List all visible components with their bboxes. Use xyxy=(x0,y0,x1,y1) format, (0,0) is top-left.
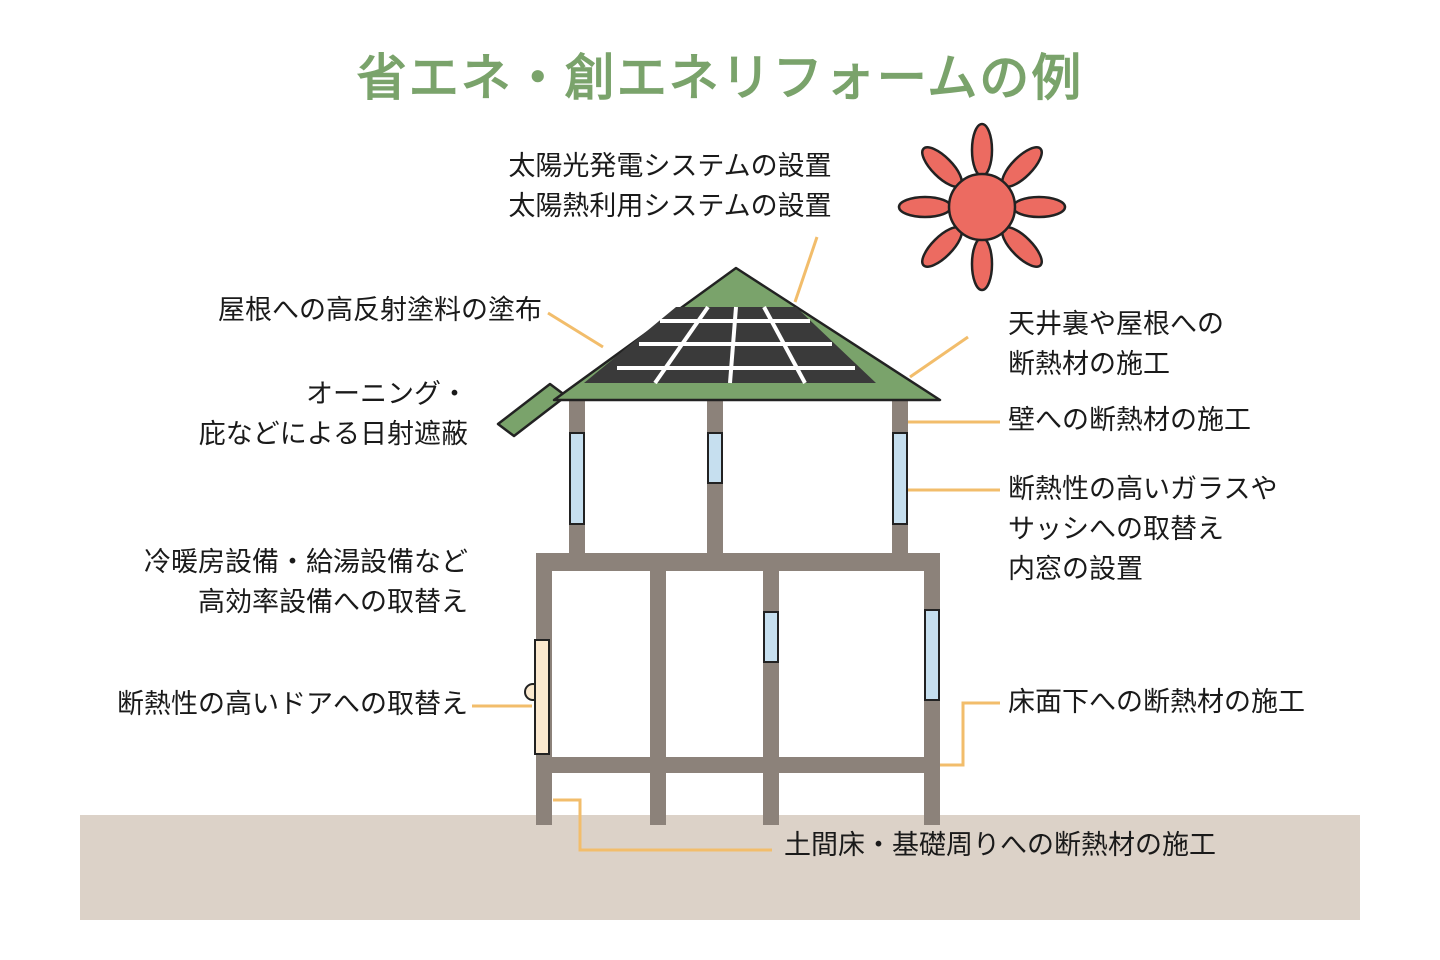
label-solar-system: 太陽光発電システムの設置 太陽熱利用システムの設置 xyxy=(508,151,832,222)
page-title: 省エネ・創エネリフォームの例 xyxy=(356,49,1084,107)
door-icon xyxy=(524,639,550,755)
awning xyxy=(496,382,568,438)
window-lower-right xyxy=(924,609,940,701)
label-attic-insulation: 天井裏や屋根への 断熱材の施工 xyxy=(1008,309,1224,380)
windows xyxy=(569,432,940,701)
upper-posts xyxy=(569,395,908,555)
label-floor-insulation: 床面下への断熱材の施工 xyxy=(1008,687,1305,718)
window-lower-middle xyxy=(763,611,779,663)
label-roof-paint: 屋根への高反射塗料の塗布 xyxy=(218,295,542,326)
lower-frame xyxy=(536,553,940,825)
label-hvac-equipment: 冷暖房設備・給湯設備など 高効率設備への取替え xyxy=(144,547,468,618)
solar-panel xyxy=(584,305,876,385)
label-glass-sash: 断熱性の高いガラスや サッシへの取替え 内窓の設置 xyxy=(1008,474,1278,585)
window-upper-left xyxy=(569,432,585,525)
window-upper-right xyxy=(892,432,908,525)
ground xyxy=(80,815,1360,920)
label-foundation-insulation: 土間床・基礎周りへの断熱材の施工 xyxy=(784,830,1216,861)
window-upper-middle xyxy=(707,432,723,484)
label-door-replacement: 断熱性の高いドアへの取替え xyxy=(117,689,468,720)
label-wall-insulation: 壁への断熱材の施工 xyxy=(1008,405,1251,436)
label-awning-shading: オーニング・ 庇などによる日射遮蔽 xyxy=(198,379,468,450)
sun-icon xyxy=(897,122,1067,292)
